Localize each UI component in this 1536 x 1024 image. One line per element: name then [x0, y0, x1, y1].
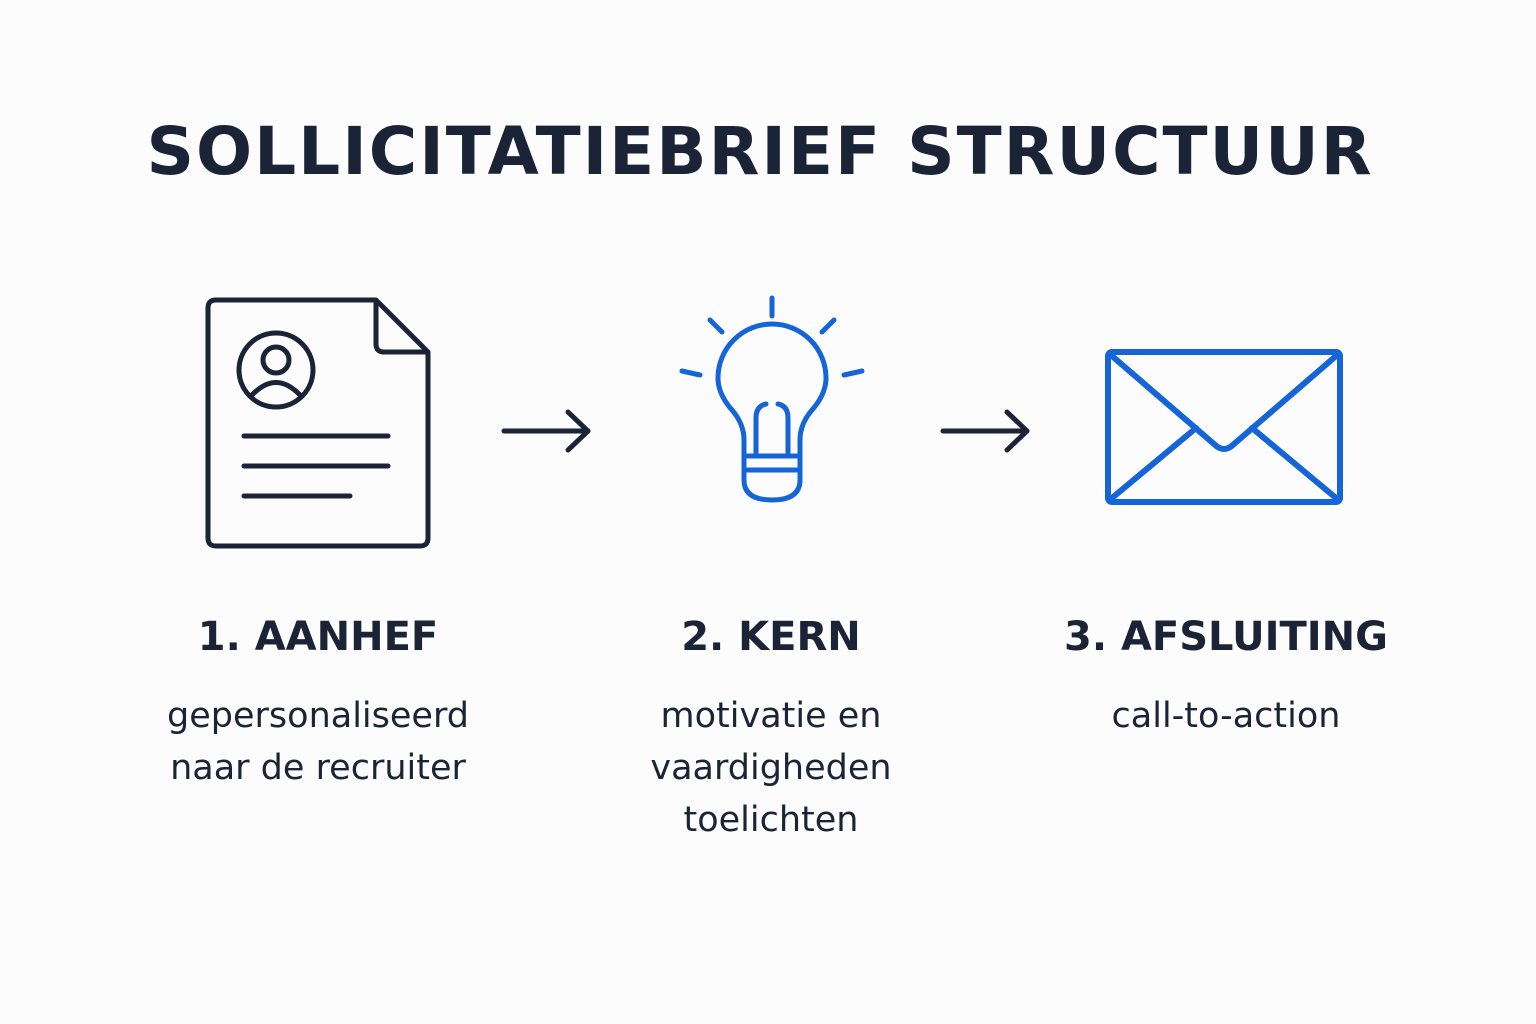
- envelope-icon: [1105, 349, 1343, 505]
- step-3-description-line: call-to-action: [1111, 696, 1341, 736]
- step-3-title: 3. AFSLUITING: [1064, 614, 1388, 660]
- step-2-title: 2. KERN: [681, 614, 861, 660]
- step-1-description: gepersonaliseerd naar de recruiter: [98, 690, 538, 794]
- step-1-title: 1. AANHEF: [197, 614, 439, 660]
- arrow-right-icon: [940, 409, 1030, 453]
- step-2-description-line: motivatie en: [660, 696, 882, 736]
- step-1-description-line: naar de recruiter: [170, 748, 466, 788]
- step-2-description: motivatie en vaardigheden toelichten: [551, 690, 991, 846]
- diagram-title: SOLLICITATIEBRIEF STRUCTUUR: [146, 113, 1374, 190]
- arrow-right-icon: [501, 409, 591, 453]
- step-1-description-line: gepersonaliseerd: [167, 696, 469, 736]
- step-2-description-line: vaardigheden: [650, 748, 892, 788]
- resume-document-icon: [205, 297, 431, 549]
- step-3-description: call-to-action: [1006, 690, 1446, 742]
- lightbulb-icon: [679, 295, 865, 503]
- step-2-description-line: toelichten: [683, 800, 859, 840]
